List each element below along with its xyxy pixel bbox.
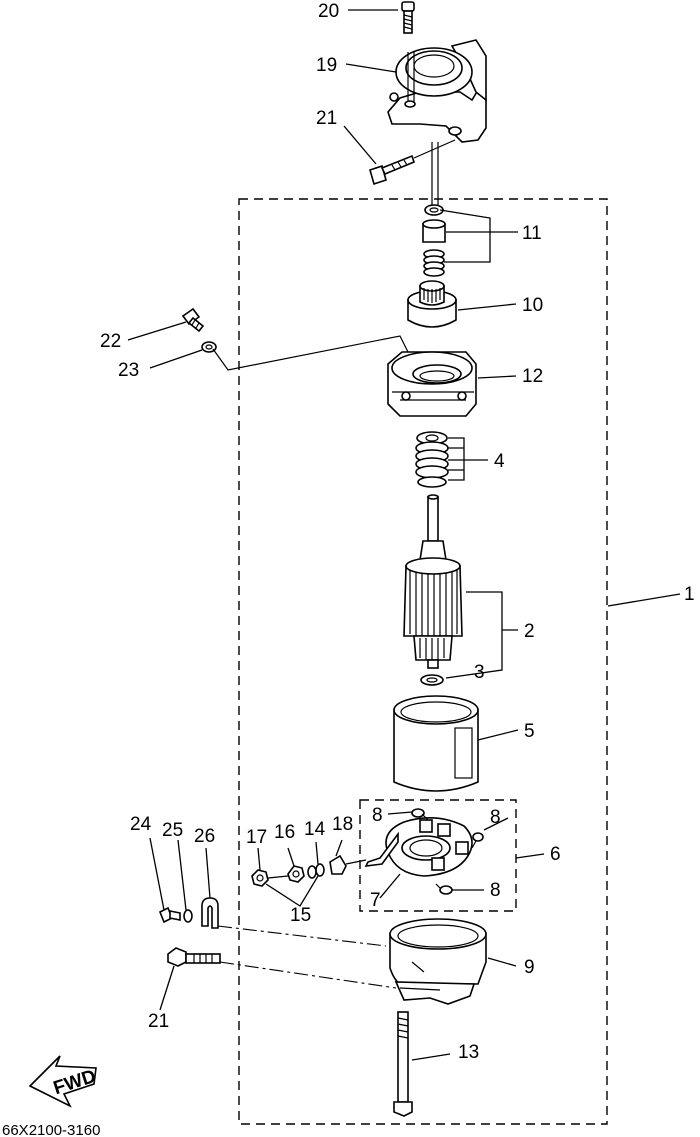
- callout-12: 12: [522, 366, 543, 387]
- clip-to-cover-centerline: [217, 925, 387, 947]
- washer-23-centerline: [212, 335, 409, 371]
- callout-18: 18: [332, 814, 353, 835]
- callout-21-lower: 21: [148, 1011, 169, 1032]
- part-10-pinion: [407, 280, 457, 328]
- leader-lines: [127, 9, 681, 1061]
- part-13-through-bolt: [393, 1011, 413, 1117]
- part-4-shim-stack: [415, 431, 449, 488]
- part-8-screw-bottom: [435, 883, 453, 895]
- callout-8-right: 8: [490, 807, 501, 828]
- part-26-clip: [201, 897, 219, 929]
- callout-labels: 20 19 21 11 10 22 23 12 4 2 3 1 5 8 8 6 …: [100, 1, 695, 1063]
- callout-6: 6: [550, 844, 561, 865]
- terminal-centerline: [267, 875, 289, 879]
- callout-8-top: 8: [372, 805, 383, 826]
- callout-19: 19: [316, 55, 337, 76]
- callout-13: 13: [458, 1042, 479, 1063]
- part-12-front-housing: [387, 351, 477, 417]
- starter-assembly-boundary: [238, 198, 608, 1125]
- part-16-nut: [287, 865, 305, 883]
- part-18-terminal-lead: [329, 854, 367, 875]
- part-3-washer: [420, 674, 444, 686]
- part-8-screw-right: [471, 832, 484, 849]
- part-17-nut: [251, 869, 269, 887]
- part-8-screw-top: [411, 808, 429, 821]
- callout-10: 10: [522, 295, 543, 316]
- bolt-21-centerline: [413, 139, 456, 159]
- callout-26: 26: [194, 826, 215, 847]
- callout-11: 11: [522, 223, 542, 244]
- upper-centerline: [431, 142, 439, 205]
- part-14-washer: [307, 863, 325, 879]
- callout-8-bottom: 8: [490, 880, 501, 901]
- callout-17: 17: [246, 827, 267, 848]
- callout-20: 20: [318, 1, 339, 22]
- callout-24: 24: [130, 814, 152, 835]
- part-21-bolt-upper: [369, 154, 415, 186]
- part-5-yoke: [393, 695, 479, 792]
- callout-21-upper: 21: [316, 108, 337, 129]
- part-6-brush-holder: [364, 817, 473, 877]
- bolt-to-cover-centerline: [219, 961, 397, 989]
- part-11-stopper-set: [422, 204, 446, 277]
- part-2-armature: [403, 494, 463, 669]
- callout-25: 25: [162, 820, 183, 841]
- callout-1: 1: [684, 584, 695, 605]
- catalog-code: 66X2100-3160: [2, 1122, 100, 1137]
- callout-4: 4: [494, 451, 505, 472]
- part-24-bolt: [158, 906, 181, 924]
- callout-15: 15: [290, 905, 311, 926]
- callout-16: 16: [274, 822, 295, 843]
- part-25-washer: [183, 909, 193, 923]
- part-22-screw: [181, 307, 205, 333]
- part-20-bolt: [401, 1, 415, 34]
- fwd-arrow-icon: [28, 1055, 97, 1108]
- callout-5: 5: [524, 721, 535, 742]
- callout-7: 7: [370, 890, 381, 911]
- part-19-upper-bracket: [387, 39, 487, 143]
- callout-22: 22: [100, 331, 121, 352]
- part-23-washer: [201, 341, 217, 353]
- callout-9: 9: [524, 957, 535, 978]
- callout-3: 3: [474, 662, 485, 683]
- callout-14: 14: [304, 819, 326, 840]
- brush-holder-subassembly-boundary: [359, 799, 517, 912]
- part-21-bolt-lower: [167, 947, 221, 967]
- callout-23: 23: [118, 360, 139, 381]
- callout-2: 2: [524, 621, 535, 642]
- part-9-rear-cover: [389, 918, 487, 1005]
